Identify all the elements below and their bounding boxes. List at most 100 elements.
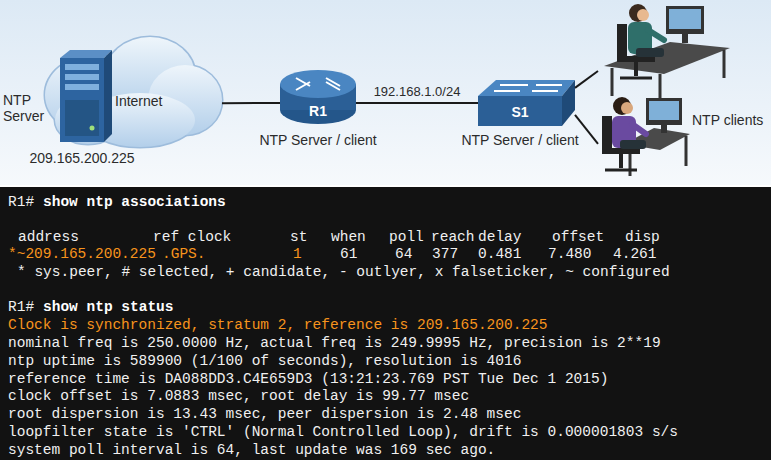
switch-symbol — [494, 90, 520, 92]
terminal-text: loopfilter state is 'CTRL' (Normal Contr… — [8, 423, 678, 441]
internet-cloud — [45, 37, 222, 147]
terminal-text: delay — [478, 228, 522, 246]
terminal-text: reference time is DA088DD3.C4E659D3 (13:… — [8, 370, 608, 388]
server-tower — [65, 100, 99, 136]
server-tower — [65, 84, 99, 90]
router-symbol — [326, 78, 340, 86]
network-address: 192.168.1.0/24 — [374, 84, 461, 99]
client-workstation — [619, 154, 623, 168]
client-workstation — [648, 30, 664, 40]
terminal-text: nominal freq is 250.0000 Hz, actual freq… — [8, 334, 661, 352]
network-link — [356, 102, 478, 104]
router-symbol — [326, 82, 340, 90]
server-tower — [65, 64, 99, 70]
client-workstation — [602, 97, 690, 176]
server-tower — [60, 50, 112, 142]
client-workstation — [661, 125, 667, 133]
router-symbol — [296, 82, 310, 90]
switch-symbol — [478, 80, 575, 126]
client-workstation — [604, 4, 730, 100]
client-group: NTP clients — [598, 0, 771, 182]
router-symbol — [280, 70, 356, 98]
network-link — [222, 102, 280, 104]
terminal-text: ref clock — [153, 228, 231, 246]
client-workstation — [649, 101, 679, 120]
terminal-text: root dispersion is 13.43 msec, peer disp… — [8, 405, 521, 423]
terminal-text: disp — [625, 228, 660, 246]
internet-cloud — [45, 37, 222, 147]
terminal-text: offset — [552, 228, 604, 246]
terminal-text: ntp uptime is 589900 (1/100 of seconds),… — [8, 352, 521, 370]
terminal-text: * sys.peer, # selected, + candidate, - o… — [17, 263, 670, 281]
terminal-text: Clock is synchronized, stratum 2, refere… — [8, 316, 548, 334]
client-workstation — [636, 48, 664, 57]
terminal-text: show ntp status — [43, 298, 174, 316]
client-workstation — [723, 50, 726, 78]
client-workstation — [617, 24, 627, 60]
client-workstation — [666, 6, 704, 34]
device-label: NTP Server — [3, 92, 53, 124]
switch-symbol — [494, 85, 562, 91]
server-tower — [90, 126, 95, 131]
client-workstation — [659, 74, 662, 100]
server-tower — [60, 58, 104, 142]
device-role: NTP Server / client — [259, 132, 376, 148]
switch-symbol — [478, 80, 575, 96]
client-workstation — [646, 98, 682, 125]
terminal-text: R1# — [8, 298, 34, 316]
terminal-text: address — [18, 228, 79, 246]
client-workstation — [620, 140, 646, 149]
server-tower — [60, 50, 112, 58]
device-name: S1 — [511, 104, 528, 120]
terminal-text: .GPS. — [162, 245, 206, 263]
terminal-panel: R1# show ntp associations address ref clock… — [0, 187, 771, 460]
router-symbol — [296, 78, 310, 86]
terminal-text: show ntp associations — [43, 193, 226, 211]
terminal-text: 64 — [395, 245, 412, 263]
terminal-text: system poll interval is 64, last update … — [8, 441, 495, 459]
client-workstation — [685, 136, 688, 166]
terminal-text: 377 — [432, 245, 458, 263]
client-workstation — [634, 62, 638, 76]
client-workstation — [669, 9, 701, 29]
router-symbol — [280, 70, 356, 124]
switch-s1: S1NTP Server / client — [478, 80, 575, 126]
top-panel — [0, 0, 771, 185]
internet-cloud — [45, 37, 222, 147]
terminal-text: when — [331, 228, 366, 246]
server-tower — [65, 74, 99, 80]
terminal-text: reach — [431, 228, 475, 246]
internet-cloud: NTP ServerInternet209.165.200.225 — [45, 35, 222, 145]
terminal-text: poll — [389, 228, 424, 246]
terminal-text: *~209.165.200.225 — [8, 245, 156, 263]
ip-address: 209.165.200.225 — [29, 150, 134, 166]
switch-symbol — [536, 84, 562, 86]
terminal-text: 0.481 — [478, 245, 522, 263]
client-workstation — [611, 68, 614, 96]
client-workstation — [605, 169, 637, 172]
terminal-text: st — [290, 228, 307, 246]
device-name: R1 — [309, 103, 327, 119]
switch-symbol — [500, 84, 528, 86]
client-workstation — [632, 124, 646, 134]
client-label: NTP clients — [692, 112, 763, 128]
terminal-text: 1 — [293, 245, 302, 263]
client-workstation — [620, 77, 652, 80]
terminal-text: 4.261 — [613, 245, 657, 263]
switch-symbol — [562, 80, 575, 126]
router-symbol — [296, 78, 340, 90]
network-link — [575, 71, 598, 88]
client-workstation — [682, 34, 688, 43]
cloud-label: Internet — [115, 93, 162, 109]
router-r1: R1NTP Server / client — [280, 70, 356, 124]
server-tower — [104, 50, 112, 142]
terminal-text: 7.480 — [548, 245, 592, 263]
switch-symbol — [478, 96, 562, 126]
switch-symbol — [532, 90, 558, 92]
terminal-text: 61 — [340, 245, 357, 263]
terminal-text: clock offset is 7.0883 msec, root delay … — [8, 387, 469, 405]
client-workstation — [637, 9, 649, 21]
client-workstation — [621, 102, 633, 114]
terminal-text: R1# — [8, 193, 34, 211]
